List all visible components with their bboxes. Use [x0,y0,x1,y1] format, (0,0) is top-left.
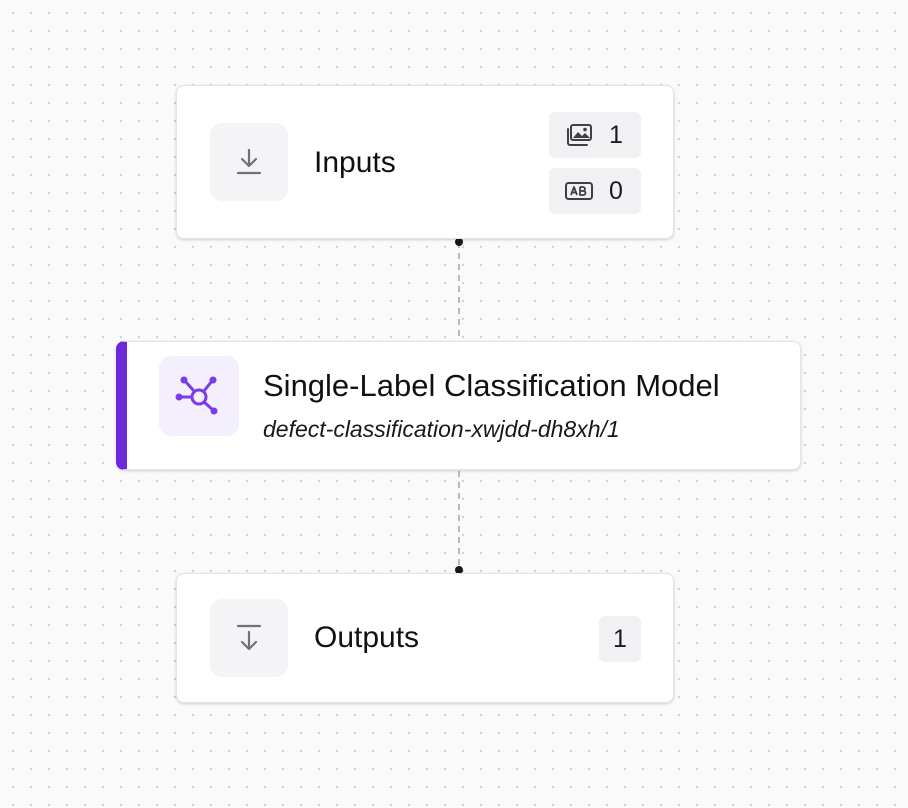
inputs-title: Inputs [314,146,396,179]
outputs-title: Outputs [314,621,420,654]
inputs-node[interactable]: Inputs 1 0 [176,85,674,239]
model-icon-tile [159,356,239,436]
outputs-icon-tile [210,599,288,677]
text-inputs-count: 0 [609,176,623,205]
outputs-count: 1 [613,624,627,653]
image-inputs-count: 1 [609,120,623,149]
classification-model-node[interactable]: Single-Label Classification Model defect… [116,341,801,470]
model-id: defect-classification-xwjdd-dh8xh/1 [263,416,620,442]
outputs-count-badge: 1 [599,616,641,662]
text-field-icon [565,182,593,200]
image-inputs-badge: 1 [549,112,641,158]
outputs-input-handle [455,566,463,574]
arrow-down-to-line-icon [236,624,262,651]
model-title: Single-Label Classification Model [263,368,720,403]
inputs-output-handle [455,238,463,246]
images-icon [567,124,592,146]
download-icon [236,148,262,175]
inputs-icon-tile [210,123,288,201]
outputs-node[interactable]: Outputs 1 [176,573,674,703]
text-inputs-badge: 0 [549,168,641,214]
graph-network-icon [175,376,218,415]
